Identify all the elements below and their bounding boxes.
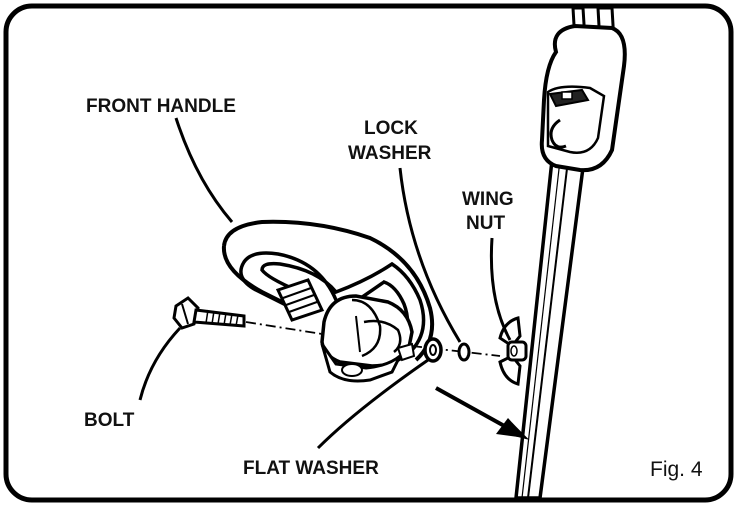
wing-nut-label-line2: NUT [466,213,505,234]
handle-threaded-end [275,278,325,322]
flat-washer [423,337,443,363]
front-handle [221,219,435,383]
flat-washer-label: FLAT WASHER [243,458,379,479]
trimmer-shaft [514,6,627,500]
direction-arrow [435,386,530,440]
wing-nut-label-line1: WING [462,189,514,210]
wing-nut [498,316,528,386]
leader-lines [138,117,512,450]
bolt [172,296,246,330]
lock-washer [457,342,471,362]
lock-washer-label-line2: WASHER [348,143,432,164]
front-handle-label: FRONT HANDLE [86,96,236,117]
lock-washer-label-line1: LOCK [364,118,418,139]
bolt-label: BOLT [84,410,135,431]
figure-number: Fig. 4 [650,458,703,481]
